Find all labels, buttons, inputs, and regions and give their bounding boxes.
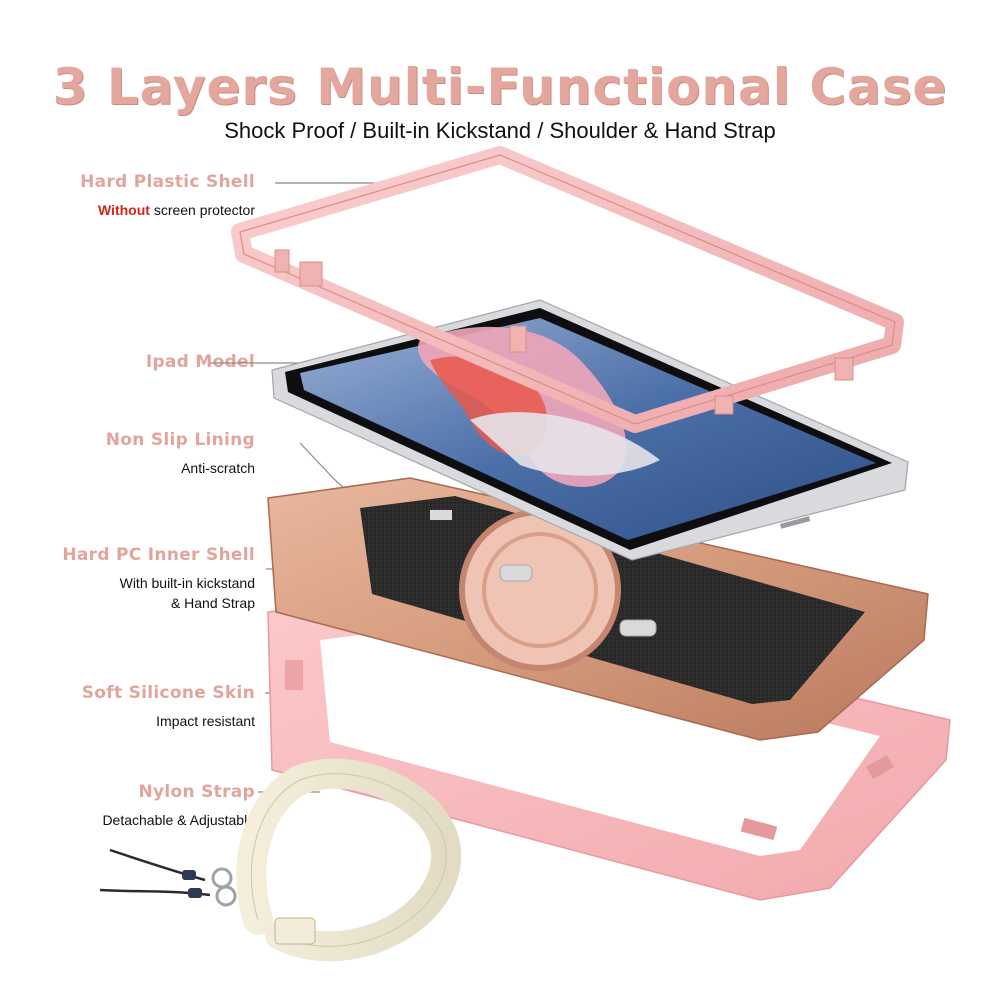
hard-plastic-shell <box>231 146 904 433</box>
callout-heading: Hard PC Inner Shell <box>62 545 255 565</box>
callout-heading: Ipad Model <box>145 352 255 372</box>
callout-soft-silicone-skin: Soft Silicone Skin Impact resistant <box>82 683 255 731</box>
page-subtitle: Shock Proof / Built-in Kickstand / Shoul… <box>224 118 776 143</box>
callout-description: Without screen protector <box>80 200 255 220</box>
strap-buckle <box>274 917 316 945</box>
callout-description: Impact resistant <box>156 713 255 729</box>
callout-heading: Nylon Strap <box>138 782 255 802</box>
page-title: 3 Layers Multi-Functional Case <box>52 58 948 116</box>
callout-description: Detachable & Adjustable <box>102 812 255 828</box>
callout-description: With built-in kickstand & Hand Strap <box>62 573 255 613</box>
callout-hard-plastic-shell: Hard Plastic Shell Without screen protec… <box>80 172 255 220</box>
callout-non-slip-lining: Non Slip Lining Anti-scratch <box>106 430 255 478</box>
callout-hard-pc-inner-shell: Hard PC Inner Shell With built-in kickst… <box>62 545 255 613</box>
strap-metal-ring <box>211 867 233 889</box>
callout-description-line2: & Hand Strap <box>170 595 255 611</box>
callout-description: Anti-scratch <box>181 460 255 476</box>
callout-heading: Soft Silicone Skin <box>81 683 255 703</box>
callout-description-line1: With built-in kickstand <box>119 575 255 591</box>
callout-ipad-model: Ipad Model <box>146 352 255 372</box>
nylon-strap <box>99 758 462 962</box>
callout-emphasis: Without <box>97 202 150 218</box>
callout-description-rest: screen protector <box>149 202 255 218</box>
callout-nylon-strap: Nylon Strap Detachable & Adjustable <box>102 782 255 830</box>
callout-heading: Non Slip Lining <box>105 430 255 450</box>
hard-pc-inner-shell <box>267 477 929 741</box>
callout-heading: Hard Plastic Shell <box>80 172 255 192</box>
